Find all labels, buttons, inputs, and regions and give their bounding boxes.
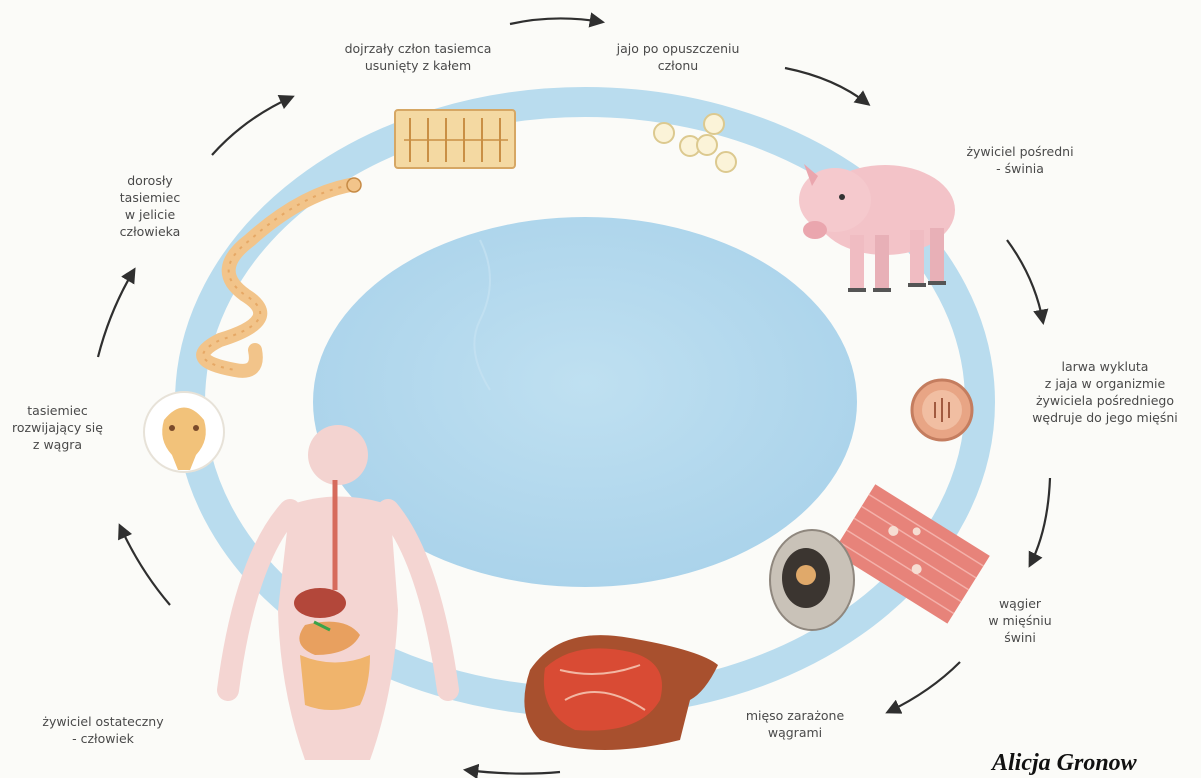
author-signature: Alicja Gronow <box>992 750 1137 777</box>
arrow-9 <box>212 97 292 155</box>
label-developing-tapeworm: tasiemiec rozwijający się z wągra <box>0 402 115 453</box>
pig-illustration <box>799 164 955 290</box>
arrow-2 <box>785 68 868 104</box>
proglottid-segment-illustration <box>395 110 515 168</box>
arrow-7 <box>120 526 170 605</box>
label-adult-tapeworm: dorosły tasiemiec w jelicie człowieka <box>95 172 205 240</box>
label-larva: larwa wykluta z jaja w organizmie żywici… <box>1010 358 1200 426</box>
cysticercus-illustration <box>770 530 854 630</box>
arrow-3 <box>1007 240 1043 322</box>
label-infected-meat: mięso zarażone wągrami <box>720 707 870 741</box>
meat-illustration <box>524 635 718 750</box>
arrow-8 <box>98 270 134 357</box>
arrow-6 <box>466 770 560 774</box>
larva-illustration <box>912 380 972 440</box>
arrow-1 <box>510 18 602 24</box>
label-cysticercus: wągier w mięśniu świni <box>975 595 1065 646</box>
label-segment: dojrzały człon tasiemca usunięty z kałem <box>318 40 518 74</box>
arrow-4 <box>1030 478 1050 565</box>
developing-tapeworm-illustration <box>144 392 224 472</box>
label-intermediate-host: żywiciel pośredni - świnia <box>945 143 1095 177</box>
label-definitive-host: żywiciel ostateczny - człowiek <box>18 713 188 747</box>
label-egg: jajo po opuszczeniu członu <box>593 40 763 74</box>
arrow-5 <box>888 662 960 712</box>
